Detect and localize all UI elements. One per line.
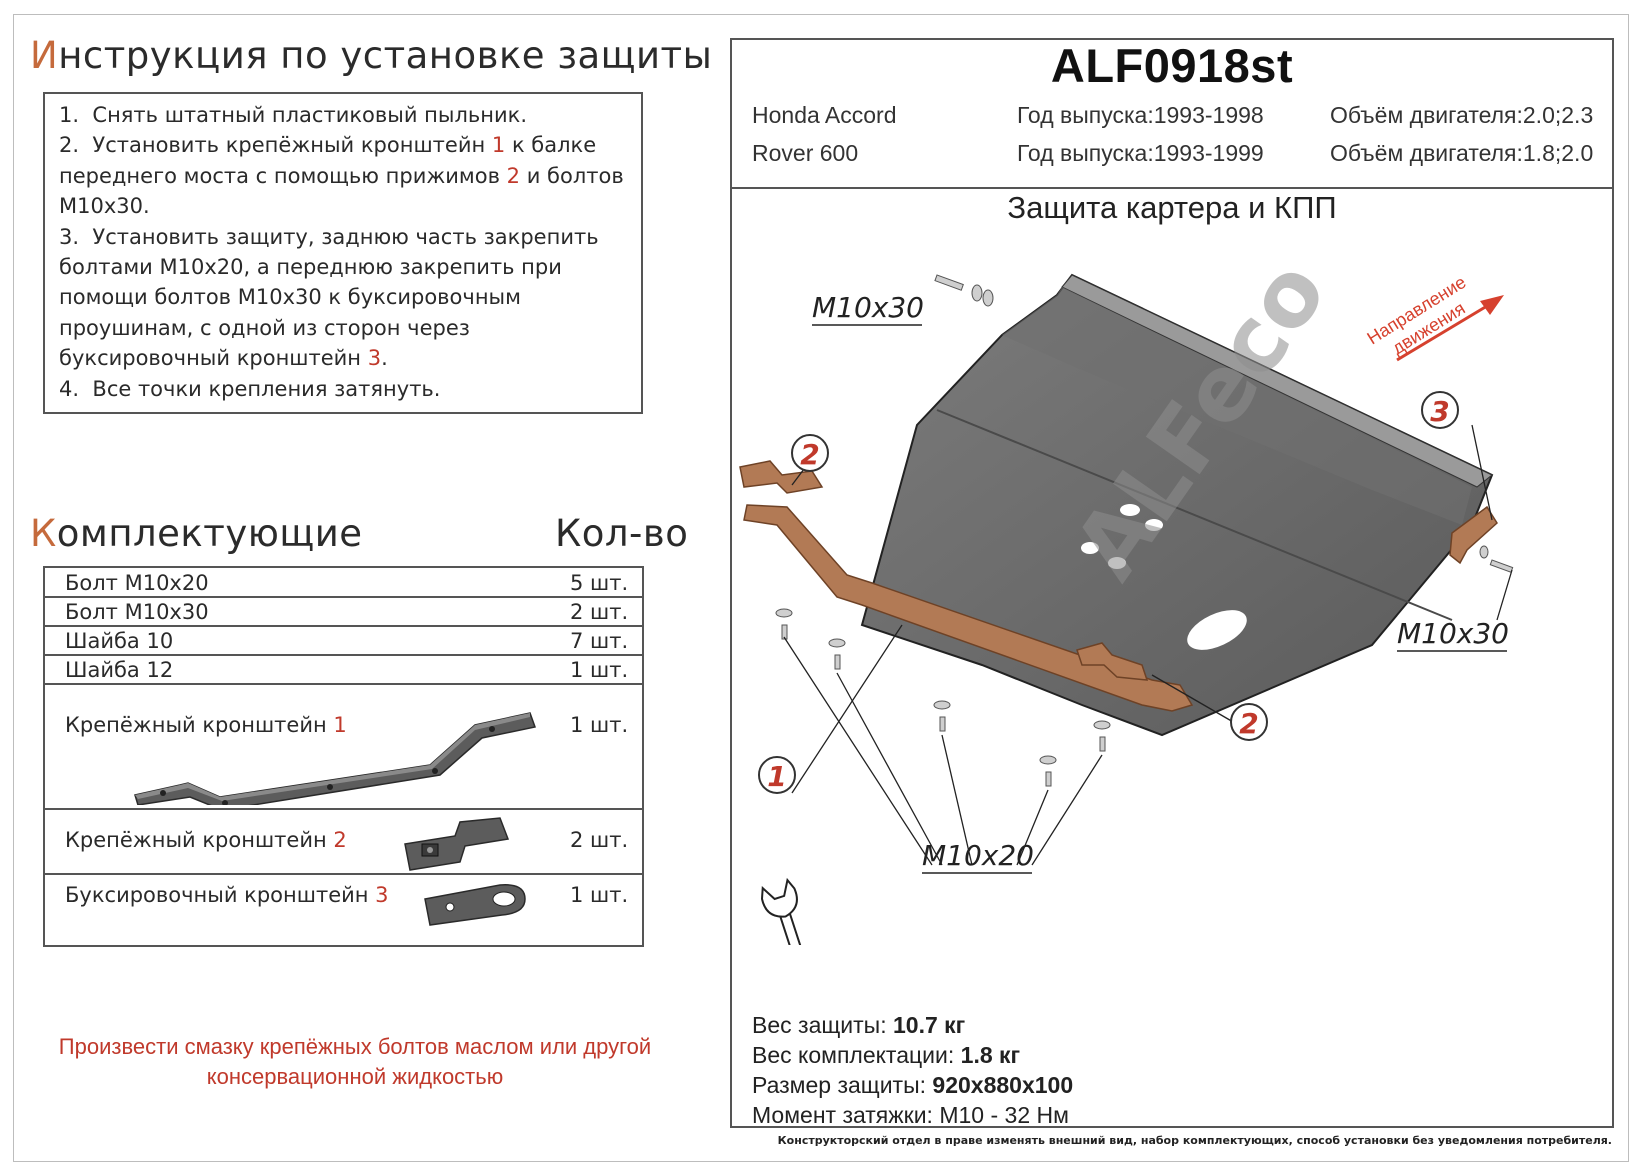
callout-2-left: 2 — [791, 434, 829, 472]
step-4: 4. Все точки крепления затянуть. — [59, 376, 441, 401]
bracket-3 — [1449, 505, 1498, 565]
svg-text:3: 3 — [1430, 395, 1449, 428]
vehicle-year: Год выпуска:1993-1999 — [1017, 140, 1264, 166]
callout-3: 3 — [1421, 391, 1459, 429]
bracket-3-image — [424, 884, 526, 926]
lubrication-warning: Произвести смазку крепёжных болтов масло… — [58, 1034, 652, 1089]
spec-kit-weight: Вес комплектации: 1.8 кг — [752, 1042, 1021, 1068]
specs: Вес защиты: 10.7 кг Вес комплектации: 1.… — [752, 1010, 1073, 1130]
bracket-2 — [1076, 642, 1149, 681]
table-row: Болт М10х20 5 шт. — [45, 568, 642, 598]
table-row: Болт М10х30 2 шт. — [45, 598, 642, 627]
skid-plate: ALFeco — [860, 242, 1494, 737]
bracket-2-image — [404, 817, 510, 871]
step-2: 2. Установить крепёжный кронштейн 1 к ба… — [59, 133, 624, 219]
svg-text:2: 2 — [800, 438, 819, 471]
vehicle-engine: Объём двигателя:1.8;2.0 — [1330, 140, 1594, 166]
footer-disclaimer: Конструкторский отдел в праве изменять в… — [777, 1134, 1612, 1147]
step-3: 3. Установить защиту, заднюю часть закре… — [59, 224, 599, 371]
svg-text:2: 2 — [1239, 707, 1258, 740]
step-1: 1. Снять штатный пластиковый пыльник. — [59, 103, 528, 127]
label-m10x20: M10x20 — [922, 839, 1034, 874]
vehicle-engine: Объём двигателя:2.0;2.3 — [1330, 102, 1594, 128]
spec-weight: Вес защиты: 10.7 кг — [752, 1012, 966, 1038]
install-title: Инструкция по установке защиты — [30, 34, 713, 77]
product-panel: ALF0918st Honda Accord Год выпуска:1993-… — [730, 38, 1614, 1128]
spec-size: Размер защиты: 920x880x100 — [752, 1072, 1074, 1098]
vehicle-year: Год выпуска:1993-1998 — [1017, 102, 1264, 128]
vehicle-model: Rover 600 — [752, 140, 859, 166]
bracket-1-image — [134, 712, 536, 805]
label-m10x30-left: M10x30 — [812, 291, 924, 326]
vehicle-model: Honda Accord — [752, 102, 897, 128]
header-divider — [732, 187, 1612, 189]
table-row: Крепёжный кронштейн 1 1 шт. — [45, 685, 642, 810]
qty-header: Кол-во — [555, 512, 689, 555]
install-steps: 1. Снять штатный пластиковый пыльник. 2.… — [43, 92, 643, 414]
table-row: Крепёжный кронштейн 2 2 шт. — [45, 810, 642, 875]
bracket-2 — [739, 460, 824, 494]
spec-torque: Момент затяжки: M10 - 32 Нм — [752, 1102, 1069, 1128]
svg-text:M10x30: M10x30 — [812, 291, 924, 324]
wrench-icon — [760, 877, 813, 945]
table-row: Шайба 12 1 шт. — [45, 656, 642, 685]
product-code: ALF0918st — [1050, 39, 1294, 92]
direction-arrow: Направление движения — [1364, 272, 1504, 362]
callout-2-right: 2 — [1230, 703, 1268, 741]
parts-table: Болт М10х20 5 шт. Болт М10х30 2 шт. Шайб… — [43, 566, 644, 947]
svg-text:M10x20: M10x20 — [922, 839, 1034, 872]
parts-title: Комплектующие — [30, 512, 363, 555]
callout-1: 1 — [758, 756, 796, 794]
table-row: Шайба 10 7 шт. — [45, 627, 642, 656]
diagram-title: Защита картера и КПП — [1007, 190, 1337, 225]
table-row: Буксировочный кронштейн 3 1 шт. — [45, 875, 642, 947]
label-m10x30-right: M10x30 — [1397, 617, 1509, 652]
svg-text:M10x30: M10x30 — [1397, 617, 1509, 650]
svg-text:1: 1 — [767, 760, 786, 793]
install-diagram: ALFeco — [739, 242, 1514, 945]
page-frame — [13, 14, 1629, 1162]
